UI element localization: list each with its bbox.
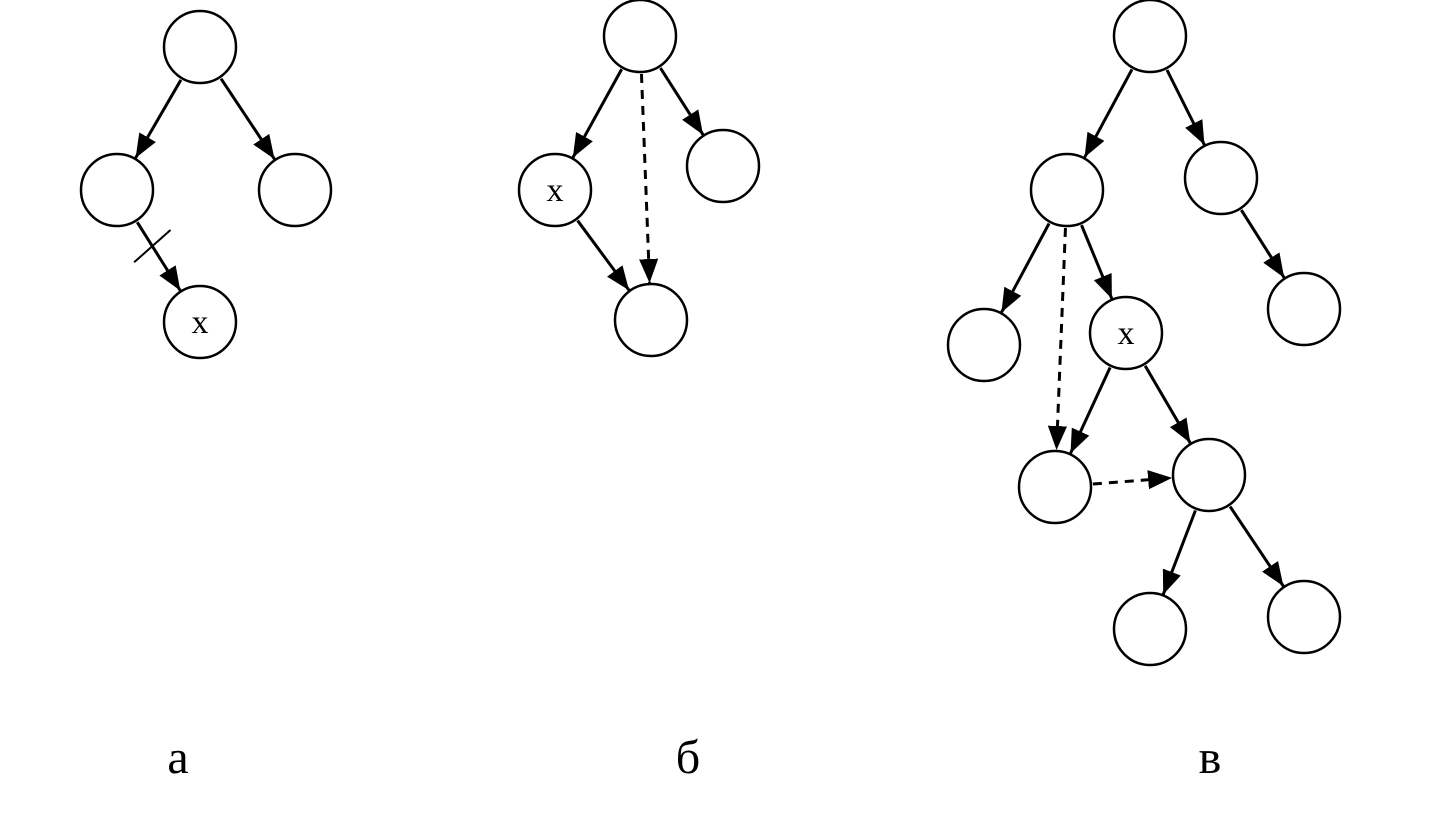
node-circle <box>162 9 238 85</box>
node-circle <box>1088 295 1164 371</box>
tree-node-c-ll <box>946 307 1022 383</box>
edge-c-root-to-c-right <box>1165 69 1206 146</box>
dashed-edge-b-root-to-b-child <box>639 73 659 284</box>
edge-a-root-to-a-left <box>134 79 183 159</box>
node-circle <box>79 152 155 228</box>
edge-c-x-to-c-xr <box>1143 365 1192 444</box>
node-circle <box>257 152 333 228</box>
edge-c-left-to-c-x <box>1080 224 1114 300</box>
tree-node-c-right <box>1183 140 1259 216</box>
edge-c-right-to-c-right-child <box>1240 209 1286 279</box>
node-circle <box>1171 437 1247 513</box>
tree-node-c-right-child <box>1266 271 1342 347</box>
node-circle <box>602 0 678 74</box>
edge-c-xr-to-c-xrl <box>1161 509 1197 595</box>
node-circle <box>1017 449 1093 525</box>
tree-node-b-child <box>613 282 689 358</box>
node-label: x <box>192 304 209 341</box>
cuts-layer <box>133 229 172 264</box>
tree-node-b-right <box>685 128 761 204</box>
edges-layer <box>134 67 1286 595</box>
tree-node-a-left <box>79 152 155 228</box>
tree-node-a-right <box>257 152 333 228</box>
edge-a-left-to-a-x <box>135 221 182 292</box>
tree-node-c-x: x <box>1088 295 1164 371</box>
node-circle <box>162 284 238 360</box>
nodes-layer: x x x <box>79 0 1342 667</box>
tree-node-c-xr <box>1171 437 1247 513</box>
node-circle <box>1029 152 1105 228</box>
dashed-edge-c-left-to-c-xl <box>1047 227 1068 451</box>
panel-label-b: б <box>676 731 700 784</box>
edge-c-root-to-c-left <box>1083 68 1134 159</box>
node-circle <box>1266 579 1342 655</box>
node-circle <box>1266 271 1342 347</box>
node-circle <box>1183 140 1259 216</box>
tree-node-c-xrl <box>1112 591 1188 667</box>
tree-node-c-left <box>1029 152 1105 228</box>
panel-label-c: в <box>1199 731 1222 784</box>
node-circle <box>613 282 689 358</box>
node-circle <box>1112 591 1188 667</box>
edge-b-x-to-b-child <box>576 219 631 292</box>
tree-node-b-root <box>602 0 678 74</box>
node-circle <box>517 152 593 228</box>
edge-a-root-to-a-right <box>219 77 276 161</box>
tree-node-a-x: x <box>162 284 238 360</box>
cut-mark-a-left-to-a-x <box>133 229 172 264</box>
node-circle <box>1112 0 1188 74</box>
tree-node-b-x: x <box>517 152 593 228</box>
edge-c-left-to-c-ll <box>1000 222 1051 314</box>
edge-c-xr-to-c-xrr <box>1228 505 1285 588</box>
node-circle <box>685 128 761 204</box>
tree-node-c-xl <box>1017 449 1093 525</box>
edge-b-root-to-b-x <box>571 68 623 159</box>
edge-c-x-to-c-xl <box>1069 366 1112 455</box>
tree-node-c-root <box>1112 0 1188 74</box>
dashed-edge-c-xl-to-c-xr <box>1092 470 1173 490</box>
node-label: x <box>547 172 564 209</box>
edge-b-root-to-b-right <box>659 67 705 136</box>
panel-label-a: а <box>167 731 188 784</box>
tree-node-c-xrr <box>1266 579 1342 655</box>
node-label: x <box>1118 315 1135 352</box>
tree-node-a-root <box>162 9 238 85</box>
node-circle <box>946 307 1022 383</box>
